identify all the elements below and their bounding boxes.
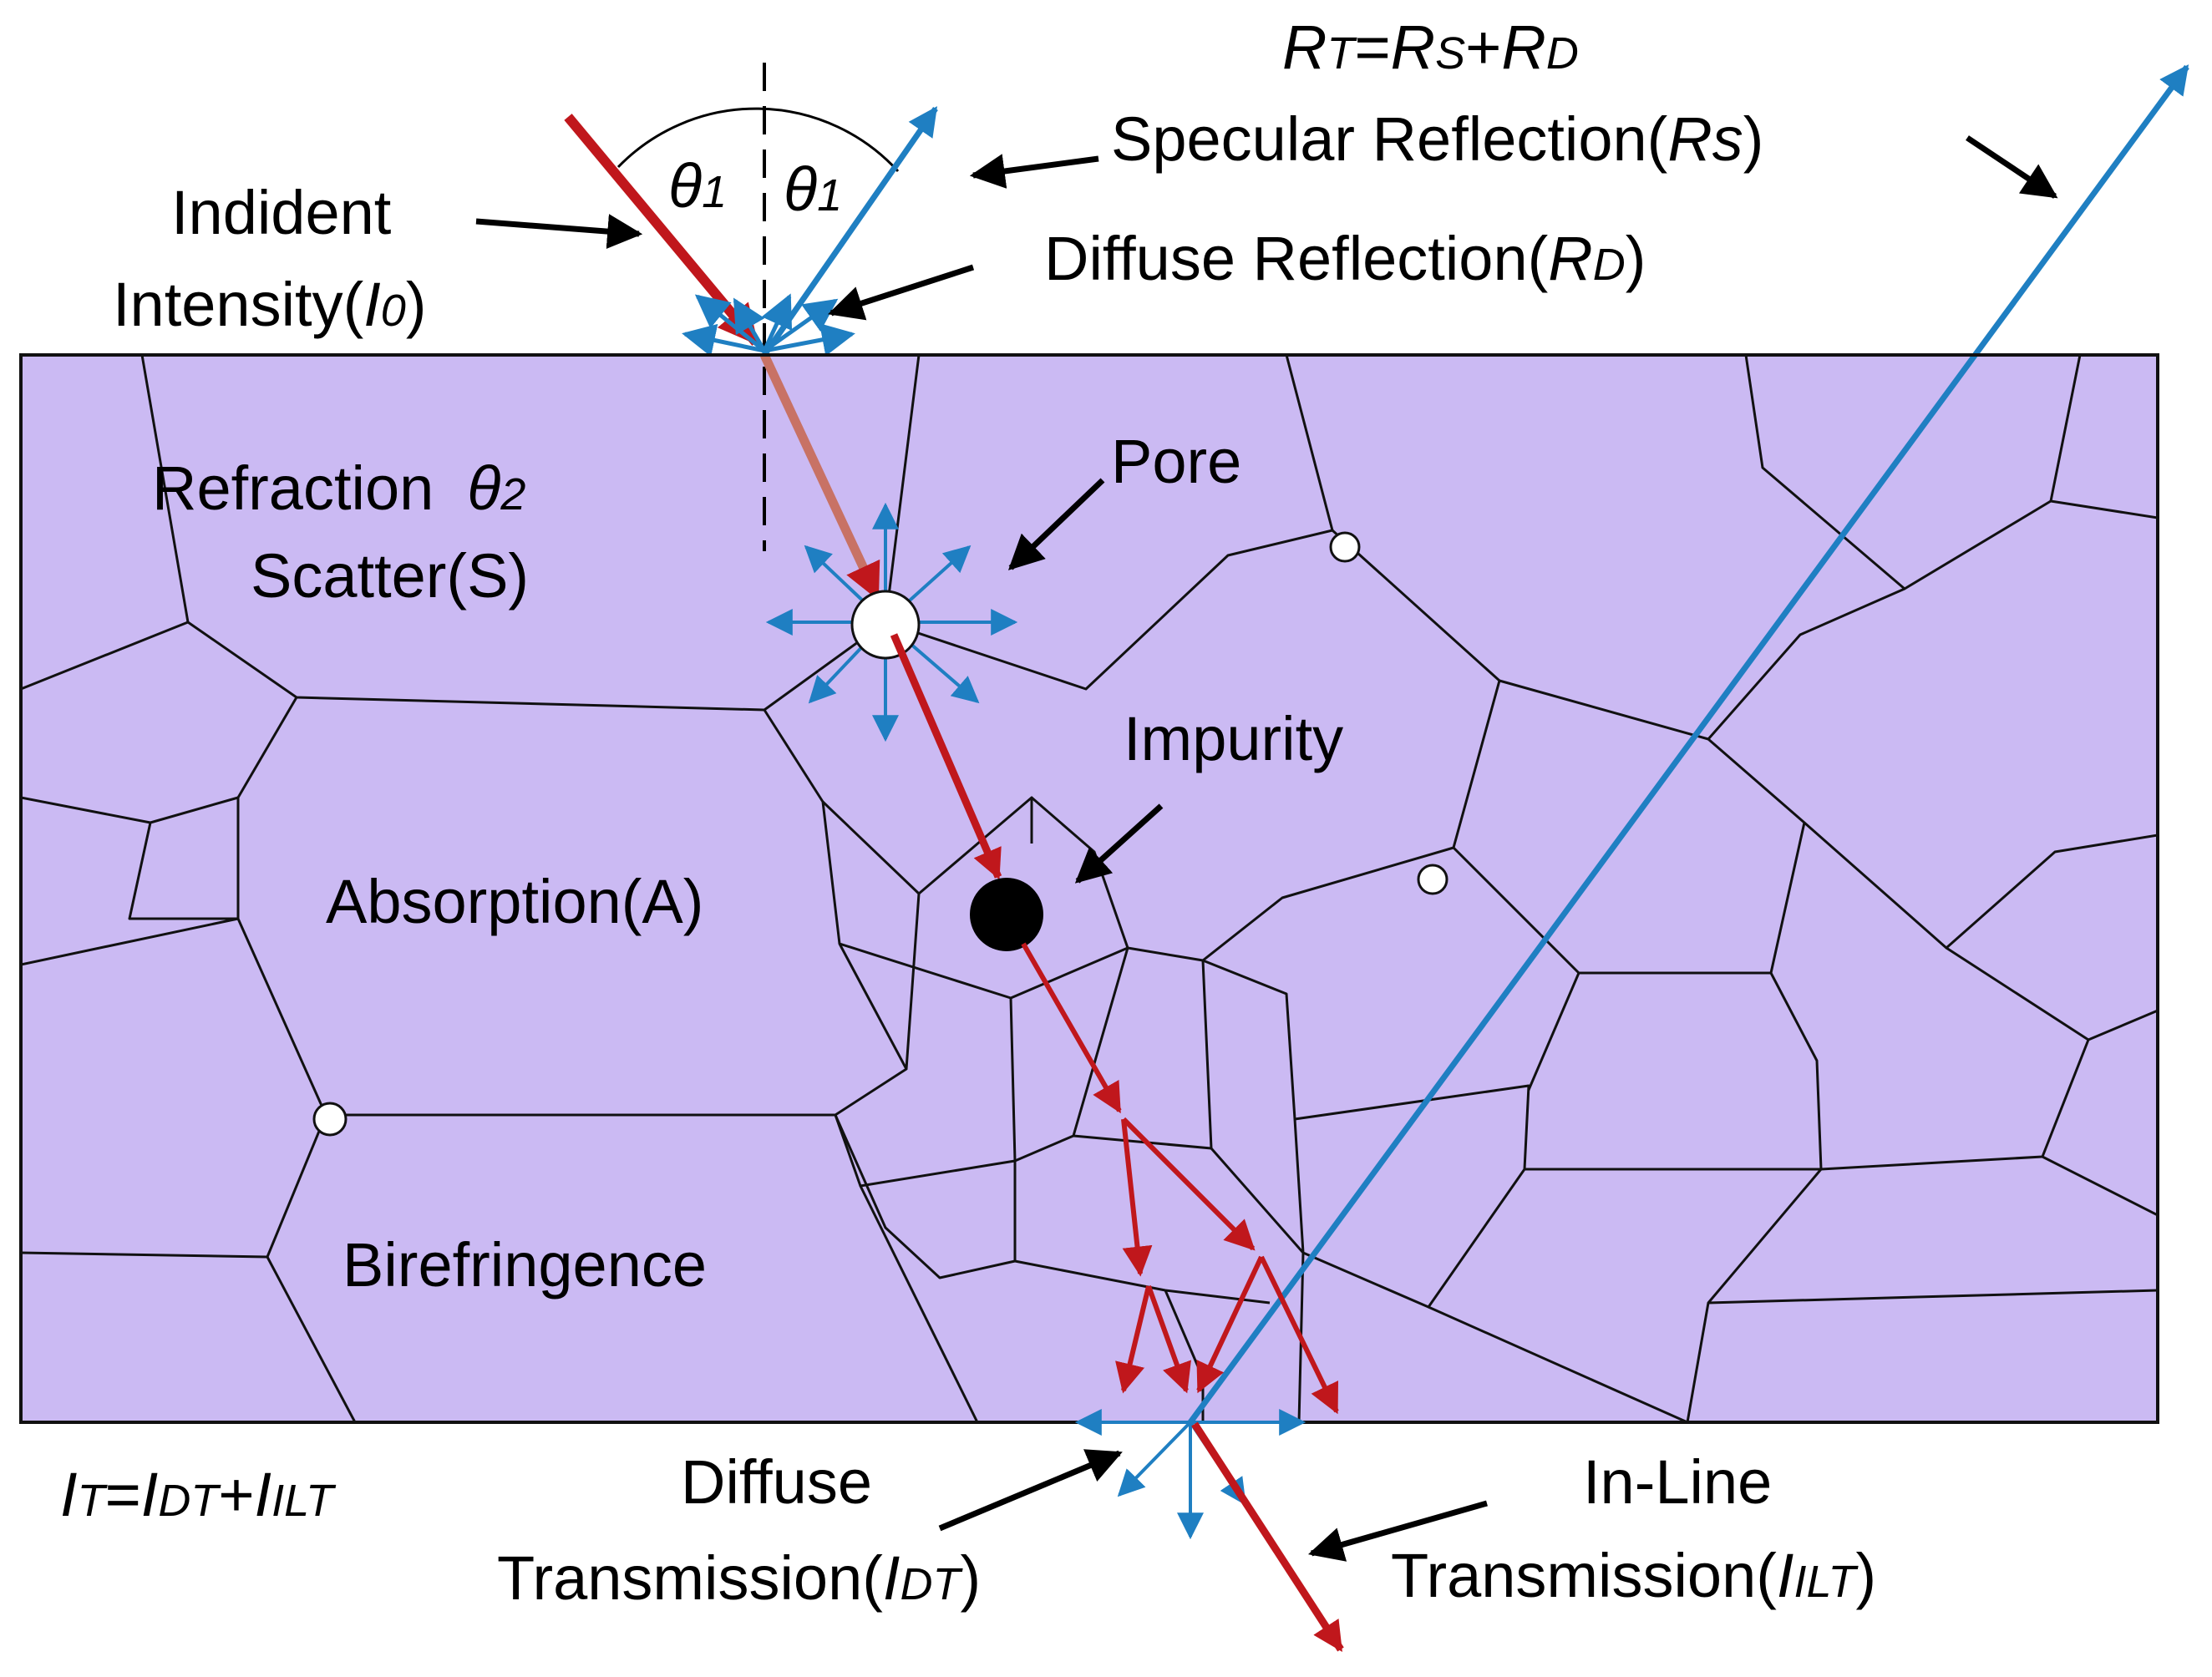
theta1-left-label: θ1	[668, 151, 727, 220]
pore-label: Pore	[1111, 427, 1241, 496]
total-transmission-formula: IT=IDT+IILT	[60, 1460, 337, 1529]
long-reflection-ray	[1188, 64, 2189, 1425]
diffuse-transmission-line2: Transmission(IDT)	[497, 1543, 981, 1613]
inline-transmission-ray	[1191, 1421, 1344, 1653]
incident-label-line1: Indident	[171, 178, 392, 247]
specular-reflection-ray	[762, 106, 938, 357]
diffuse-transmission-arrows	[1074, 1409, 1306, 1540]
angle-arc	[616, 107, 900, 173]
pore-small-1	[1329, 531, 1361, 563]
scatter-label: Scatter(S)	[251, 541, 529, 611]
pointer-arrows	[475, 135, 2058, 1562]
inline-transmission-line2: Transmission(IILT)	[1391, 1541, 1876, 1610]
absorption-label: Absorption(A)	[326, 867, 703, 936]
diffuse-reflection-arrows	[682, 293, 855, 357]
theta1-right-label: θ1	[784, 155, 842, 224]
inline-transmission-line1: In-Line	[1583, 1447, 1772, 1517]
pore-small-3	[312, 1102, 348, 1137]
specular-reflection-label: Specular Reflection(Rs)	[1111, 104, 1763, 174]
transmitted-ray-branches	[1021, 942, 1339, 1415]
diffuse-reflection-label: Diffuse Reflection(RD)	[1044, 224, 1646, 293]
pore-large	[850, 590, 921, 660]
diffuse-transmission-line1: Diffuse	[681, 1447, 872, 1517]
birefringence-label: Birefringence	[342, 1230, 707, 1300]
incident-label-line2: Intensity(I0)	[113, 270, 427, 339]
impurity-particle	[970, 878, 1043, 951]
scattered-ray	[890, 633, 1002, 880]
impurity-label: Impurity	[1124, 704, 1343, 773]
ceramic-slab	[21, 355, 2158, 1422]
pore-small-2	[1417, 864, 1448, 895]
total-reflection-formula: RT=RS+RD	[1282, 13, 1579, 82]
refracted-ray	[760, 352, 881, 600]
